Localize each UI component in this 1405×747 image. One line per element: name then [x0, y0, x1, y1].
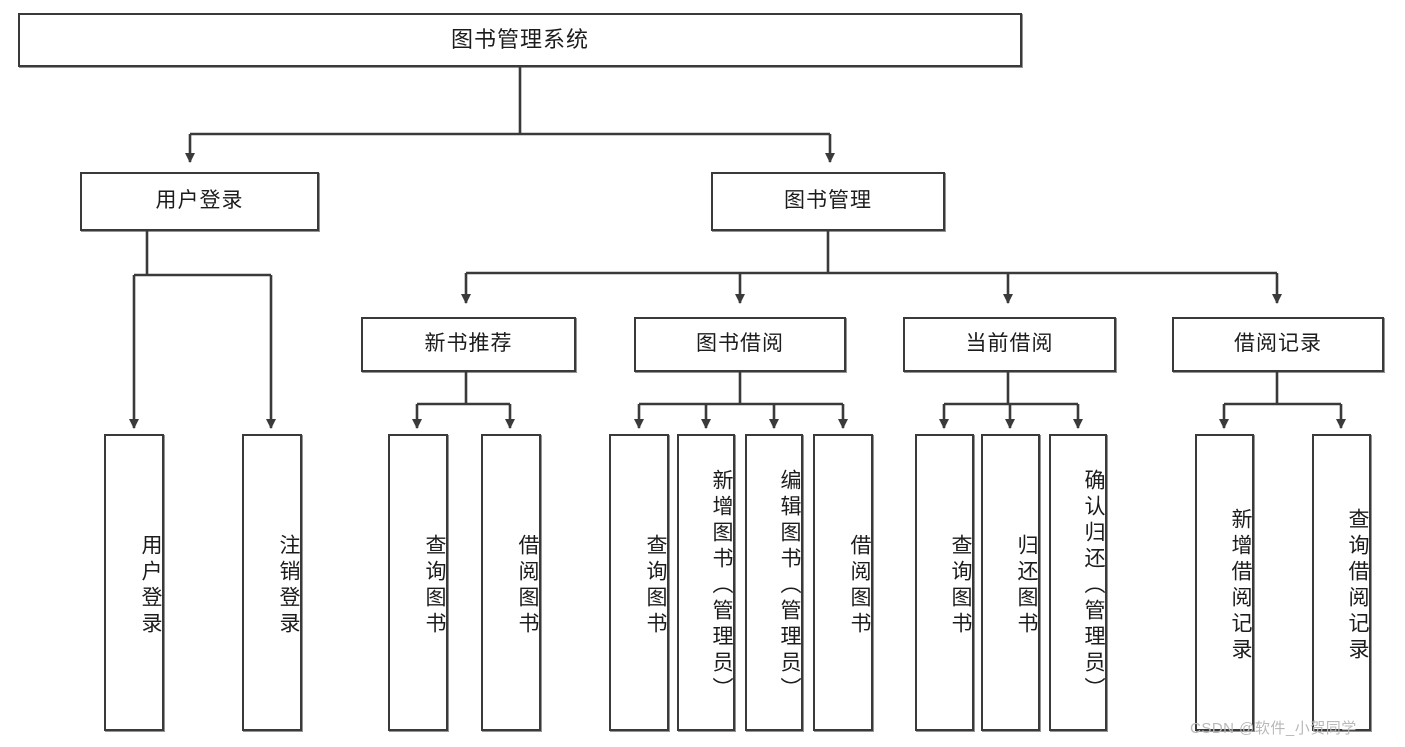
node-user-login-label: 用户登录: [155, 189, 244, 213]
csdn-watermark: CSDN @软件_小贺同学: [1190, 717, 1357, 738]
node-borrow-record-label: 借阅记录: [1234, 332, 1322, 356]
node-root[interactable]: 图书管理系统: [18, 13, 1022, 67]
leaf-query-book-2-label: 查询图书: [644, 533, 667, 638]
leaf-return-book[interactable]: 归还图书: [981, 434, 1040, 731]
node-book-borrow[interactable]: 图书借阅: [634, 317, 846, 372]
leaf-add-record-label: 新增借阅记录: [1229, 507, 1252, 664]
node-new-book-recommend[interactable]: 新书推荐: [361, 317, 576, 372]
leaf-edit-book[interactable]: 编辑图书（管理员）: [745, 434, 803, 731]
leaf-borrow-book-1-label: 借阅图书: [516, 533, 539, 638]
leaf-query-book-1[interactable]: 查询图书: [388, 434, 448, 731]
node-new-book-recommend-label: 新书推荐: [424, 332, 513, 356]
leaf-query-record[interactable]: 查询借阅记录: [1312, 434, 1371, 731]
node-borrow-record[interactable]: 借阅记录: [1172, 317, 1384, 372]
leaf-add-book[interactable]: 新增图书（管理员）: [677, 434, 735, 731]
leaf-add-record[interactable]: 新增借阅记录: [1195, 434, 1254, 731]
node-book-borrow-label: 图书借阅: [696, 332, 784, 356]
leaf-user-logout-label: 注销登录: [277, 533, 300, 638]
leaf-query-book-1-label: 查询图书: [423, 533, 446, 638]
leaf-confirm-return[interactable]: 确认归还（管理员）: [1049, 434, 1107, 731]
leaf-user-login[interactable]: 用户登录: [104, 434, 164, 731]
leaf-confirm-return-label: 确认归还（管理员）: [1082, 468, 1105, 703]
leaf-borrow-book-2-label: 借阅图书: [848, 533, 871, 638]
node-book-manage[interactable]: 图书管理: [711, 172, 945, 231]
node-root-label: 图书管理系统: [450, 27, 589, 53]
node-user-login[interactable]: 用户登录: [80, 172, 319, 231]
leaf-edit-book-label: 编辑图书（管理员）: [778, 468, 801, 703]
leaf-user-logout[interactable]: 注销登录: [242, 434, 302, 731]
node-book-manage-label: 图书管理: [784, 189, 872, 213]
leaf-borrow-book-2[interactable]: 借阅图书: [813, 434, 873, 731]
leaf-add-book-label: 新增图书（管理员）: [710, 468, 733, 703]
node-current-borrow-label: 当前借阅: [965, 332, 1054, 356]
leaf-query-book-3-label: 查询图书: [949, 533, 972, 638]
leaf-query-book-3[interactable]: 查询图书: [915, 434, 974, 731]
leaf-return-book-label: 归还图书: [1015, 533, 1038, 638]
leaf-query-record-label: 查询借阅记录: [1346, 507, 1369, 664]
leaf-borrow-book-1[interactable]: 借阅图书: [481, 434, 541, 731]
leaf-query-book-2[interactable]: 查询图书: [609, 434, 669, 731]
node-current-borrow[interactable]: 当前借阅: [903, 317, 1116, 372]
leaf-user-login-label: 用户登录: [139, 533, 162, 638]
csdn-watermark-text: CSDN @软件_小贺同学: [1190, 720, 1357, 737]
